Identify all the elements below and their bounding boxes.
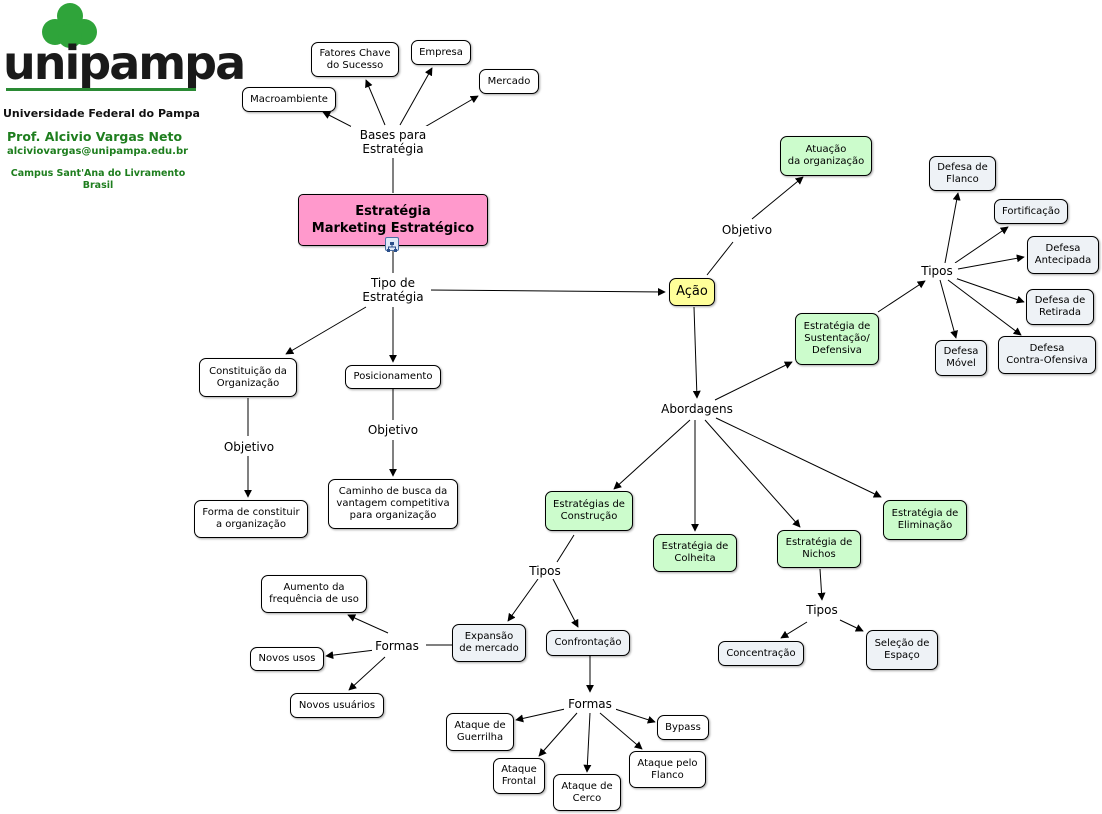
university-name: Universidade Federal do Pampa bbox=[3, 107, 200, 120]
node-nichos[interactable]: Estratégia de Nichos bbox=[777, 530, 861, 568]
node-ataque-guerrilha[interactable]: Ataque de Guerrilha bbox=[446, 713, 514, 751]
node-mercado[interactable]: Mercado bbox=[479, 69, 539, 94]
node-acao[interactable]: Ação bbox=[669, 278, 715, 306]
label-formas-expansao: Formas bbox=[372, 638, 422, 654]
node-defesa-contra-ofensiva[interactable]: Defesa Contra-Ofensiva bbox=[998, 336, 1096, 374]
node-fortificacao[interactable]: Fortificação bbox=[994, 199, 1068, 224]
node-concentracao[interactable]: Concentração bbox=[718, 641, 804, 666]
node-eliminacao[interactable]: Estratégia de Eliminação bbox=[883, 500, 967, 540]
node-macroambiente[interactable]: Macroambiente bbox=[242, 87, 336, 112]
node-posicionamento[interactable]: Posicionamento bbox=[345, 365, 441, 389]
label-objetivo-constituicao: Objetivo bbox=[218, 439, 280, 455]
node-defesa-flanco[interactable]: Defesa de Flanco bbox=[929, 156, 996, 191]
node-colheita[interactable]: Estratégia de Colheita bbox=[653, 534, 737, 572]
label-bases-estrategia: Bases para Estratégia bbox=[351, 126, 435, 158]
label-objetivo-posicionamento: Objetivo bbox=[362, 422, 424, 438]
node-defesa-retirada[interactable]: Defesa de Retirada bbox=[1026, 289, 1094, 325]
node-atuacao[interactable]: Atuação da organização bbox=[780, 136, 872, 176]
node-novos-usuarios[interactable]: Novos usuários bbox=[290, 693, 384, 718]
node-main-estrategia[interactable]: Estratégia Marketing Estratégico bbox=[298, 194, 488, 246]
label-tipos-nichos: Tipos bbox=[801, 602, 843, 618]
node-construcao[interactable]: Estratégias de Construção bbox=[545, 491, 633, 531]
label-objetivo-acao: Objetivo bbox=[718, 222, 776, 238]
node-aumento-frequencia[interactable]: Aumento da frequência de uso bbox=[261, 575, 367, 613]
node-sustentacao[interactable]: Estratégia de Sustentação/ Defensiva bbox=[795, 313, 879, 365]
professor-name: Prof. Alcivio Vargas Neto bbox=[7, 129, 183, 144]
campus-info: Campus Sant'Ana do Livramento Brasil bbox=[10, 168, 186, 191]
node-constituicao[interactable]: Constituição da Organização bbox=[199, 358, 297, 397]
submap-icon[interactable] bbox=[385, 237, 399, 252]
node-defesa-movel[interactable]: Defesa Móvel bbox=[935, 340, 987, 376]
label-tipos-defesa: Tipos bbox=[917, 263, 957, 279]
node-fatores-chave[interactable]: Fatores Chave do Sucesso bbox=[311, 42, 399, 77]
label-tipos-construcao: Tipos bbox=[524, 563, 566, 579]
node-novos-usos[interactable]: Novos usos bbox=[250, 647, 324, 671]
node-selecao-espaco[interactable]: Seleção de Espaço bbox=[866, 630, 938, 670]
node-expansao-mercado[interactable]: Expansão de mercado bbox=[452, 624, 526, 662]
label-tipo-estrategia: Tipo de Estratégia bbox=[355, 274, 431, 306]
logo-underline bbox=[6, 88, 196, 91]
node-empresa[interactable]: Empresa bbox=[411, 40, 471, 65]
node-defesa-antecipada[interactable]: Defesa Antecipada bbox=[1027, 236, 1099, 274]
node-ataque-frontal[interactable]: Ataque Frontal bbox=[493, 758, 545, 794]
node-ataque-cerco[interactable]: Ataque de Cerco bbox=[553, 774, 621, 811]
node-bypass[interactable]: Bypass bbox=[657, 715, 709, 740]
logo-wordmark: unipampa bbox=[3, 36, 246, 90]
node-ataque-flanco[interactable]: Ataque pelo Flanco bbox=[629, 751, 706, 788]
tree-logo-icon bbox=[42, 3, 97, 48]
label-abordagens: Abordagens bbox=[657, 401, 737, 417]
node-confrontacao[interactable]: Confrontação bbox=[546, 630, 630, 656]
unipampa-logo: unipampa bbox=[0, 0, 246, 200]
professor-email: alciviovargas@unipampa.edu.br bbox=[7, 146, 189, 157]
node-caminho-vantagem[interactable]: Caminho de busca da vantagem competitiva… bbox=[328, 479, 458, 529]
label-formas-confrontacao: Formas bbox=[564, 696, 616, 712]
node-forma-constituir[interactable]: Forma de constituir a organização bbox=[194, 500, 308, 538]
